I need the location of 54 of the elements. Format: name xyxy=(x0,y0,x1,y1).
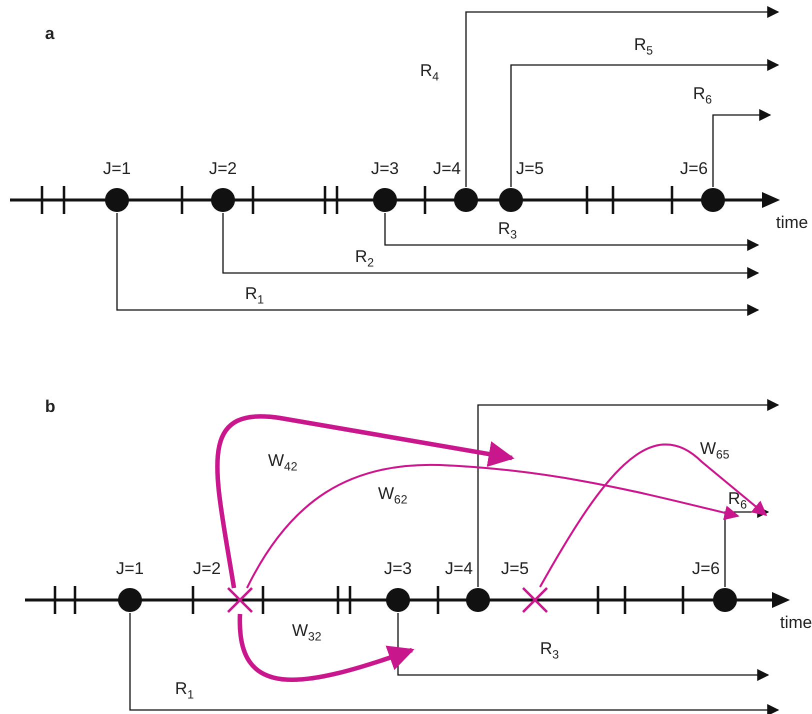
event-label: J=6 xyxy=(692,560,720,577)
curved-arrow xyxy=(539,444,768,588)
cross-mark xyxy=(522,587,548,613)
arrow xyxy=(465,6,780,187)
curved-arrow xyxy=(215,414,515,588)
event-label: J=6 xyxy=(680,160,708,177)
event-label: J=1 xyxy=(103,160,131,177)
event-dot xyxy=(385,587,411,613)
event-dot xyxy=(210,187,236,213)
panel-letter: a xyxy=(45,25,54,42)
event-label: J=5 xyxy=(516,160,544,177)
edge-label: R$_{6}$ xyxy=(728,490,747,510)
event-dot xyxy=(498,187,524,213)
edge-label: W$_{62}$ xyxy=(378,485,408,506)
event-dot xyxy=(700,187,726,213)
event-label: J=2 xyxy=(193,560,221,577)
event-label: J=5 xyxy=(501,560,529,577)
arrow xyxy=(116,213,760,316)
curved-arrow xyxy=(246,464,740,588)
edge-label: W$_{42}$ xyxy=(268,452,298,472)
edge-label: W$_{65}$ xyxy=(700,440,730,460)
edge-label: R$_{3}$ xyxy=(540,640,559,660)
cross-mark xyxy=(227,587,253,613)
edge-label: R$_{1}$ xyxy=(175,680,194,700)
event-dot xyxy=(117,587,143,613)
event-dot xyxy=(453,187,479,213)
event-label: J=4 xyxy=(445,560,473,577)
arrow xyxy=(384,213,760,251)
axis-label: time xyxy=(780,614,812,631)
arrow xyxy=(510,59,780,187)
event-dot xyxy=(104,187,130,213)
axis-label: time xyxy=(776,214,808,231)
arrow xyxy=(222,213,760,279)
event-label: J=3 xyxy=(371,160,399,177)
arrow xyxy=(129,613,780,714)
event-label: J=1 xyxy=(116,560,144,577)
arrow xyxy=(477,399,780,587)
panel-letter: b xyxy=(45,398,56,415)
edge-label: R$_{4}$ xyxy=(420,62,439,82)
edge-label: R$_{1}$ xyxy=(245,285,264,306)
event-label: J=4 xyxy=(433,160,461,177)
edge-label: R$_{3}$ xyxy=(498,220,517,240)
edge-label: R$_{2}$ xyxy=(355,248,374,268)
edge-label: R$_{5}$ xyxy=(634,36,653,56)
event-label: J=3 xyxy=(384,560,412,577)
edge-label: W$_{32}$ xyxy=(292,622,322,642)
event-dot xyxy=(372,187,398,213)
arrow xyxy=(712,109,772,187)
curved-arrow xyxy=(238,614,414,682)
event-label: J=2 xyxy=(209,160,237,177)
event-dot xyxy=(712,587,738,613)
event-dot xyxy=(465,587,491,613)
edge-label: R$_{6}$ xyxy=(693,85,712,106)
arrow xyxy=(397,613,770,681)
